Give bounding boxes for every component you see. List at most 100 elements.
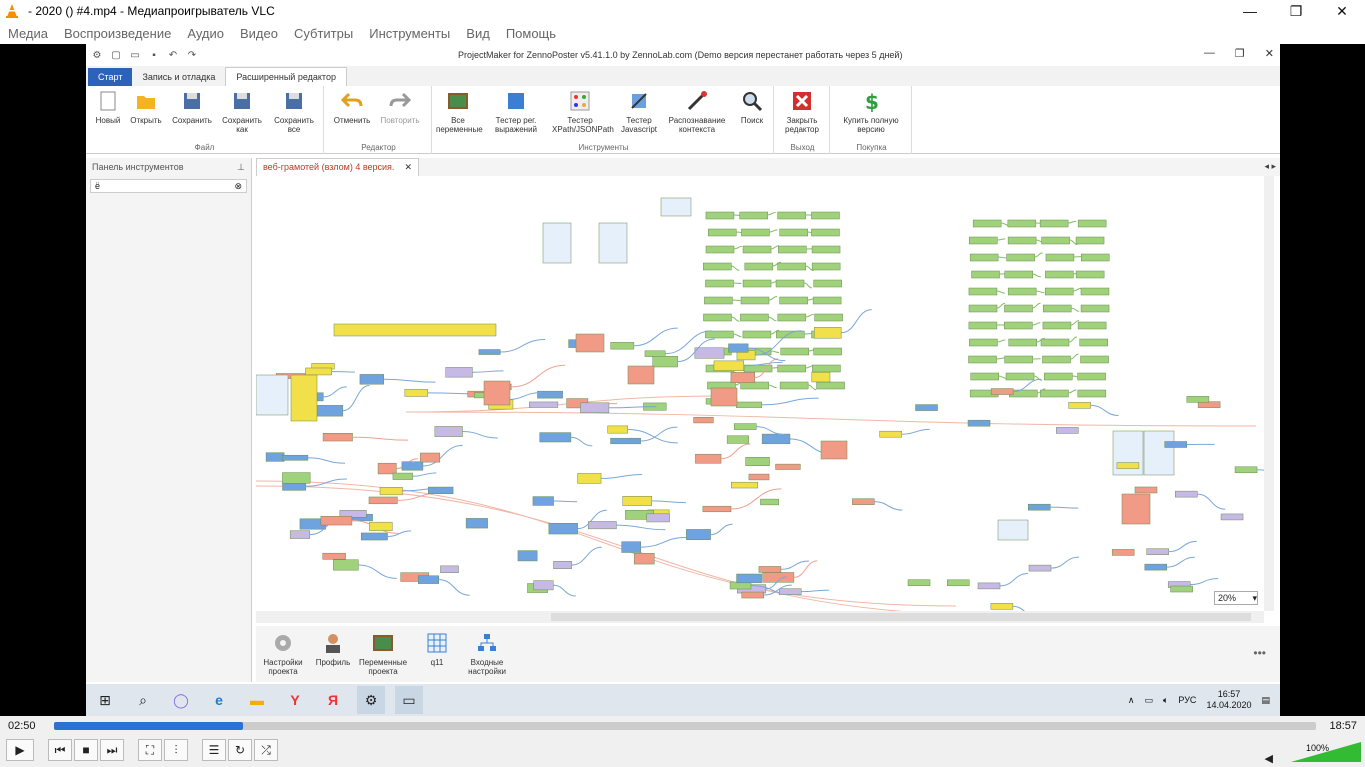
flow-node[interactable] bbox=[1007, 287, 1037, 296]
flow-node[interactable] bbox=[265, 452, 285, 462]
flow-node[interactable] bbox=[1041, 236, 1070, 245]
project-flow-diagram[interactable] bbox=[256, 176, 1264, 616]
flow-node[interactable] bbox=[967, 419, 991, 427]
flow-node[interactable] bbox=[1077, 372, 1106, 381]
flow-node[interactable] bbox=[735, 401, 762, 408]
zenno-maximize-button[interactable]: ❐ bbox=[1234, 48, 1245, 60]
flow-node[interactable] bbox=[777, 364, 806, 373]
flow-node[interactable] bbox=[813, 279, 842, 288]
flow-node[interactable] bbox=[971, 270, 1000, 279]
toolbox-search-input[interactable]: ё ⊗ bbox=[90, 179, 247, 193]
flow-node[interactable] bbox=[1040, 389, 1069, 398]
flow-node[interactable] bbox=[652, 356, 678, 368]
flow-node[interactable] bbox=[760, 498, 779, 506]
flow-node[interactable] bbox=[320, 515, 353, 526]
close-tab-icon[interactable]: ✕ bbox=[404, 162, 412, 172]
flow-node[interactable] bbox=[377, 462, 397, 475]
flow-node[interactable] bbox=[1077, 219, 1107, 228]
notifications-icon[interactable]: ▤ bbox=[1261, 694, 1270, 705]
flow-node[interactable] bbox=[281, 454, 309, 461]
search-icon[interactable]: ⌕ bbox=[139, 691, 147, 708]
javascript-tester-button[interactable]: Тестер Javascript bbox=[614, 90, 664, 134]
vertical-scrollbar[interactable] bbox=[1264, 176, 1274, 611]
flow-node[interactable] bbox=[1144, 563, 1168, 571]
flow-node[interactable] bbox=[401, 461, 424, 471]
flow-node[interactable] bbox=[537, 390, 563, 399]
horizontal-scroll-thumb[interactable] bbox=[551, 613, 1251, 621]
open-button[interactable]: Открыть bbox=[124, 90, 168, 125]
flow-node[interactable] bbox=[740, 296, 770, 305]
flow-node[interactable] bbox=[726, 435, 749, 444]
flow-node[interactable] bbox=[1080, 304, 1110, 313]
flow-node[interactable] bbox=[607, 425, 628, 434]
menu-playback[interactable]: Воспроизведение bbox=[64, 25, 172, 41]
flow-node[interactable] bbox=[968, 355, 997, 364]
flow-node[interactable] bbox=[731, 481, 759, 489]
flow-node[interactable] bbox=[702, 505, 732, 513]
flow-node[interactable] bbox=[742, 330, 772, 339]
flow-node[interactable] bbox=[915, 404, 938, 411]
flow-node[interactable] bbox=[761, 433, 791, 445]
volume-speaker-icon[interactable]: ◀︎ bbox=[1264, 753, 1273, 765]
flow-node[interactable] bbox=[744, 262, 774, 271]
flow-node[interactable] bbox=[713, 360, 745, 371]
menu-audio[interactable]: Аудио bbox=[187, 25, 224, 41]
buy-full-version-button[interactable]: $ Купить полную версию bbox=[843, 90, 899, 134]
flow-node[interactable] bbox=[553, 561, 572, 570]
flow-node[interactable] bbox=[775, 279, 805, 288]
flow-node[interactable] bbox=[705, 279, 734, 288]
flow-node[interactable] bbox=[542, 222, 572, 264]
zennoposter-icon[interactable]: ⚙ bbox=[357, 686, 385, 714]
play-button[interactable]: ▶ bbox=[6, 739, 34, 761]
flow-node[interactable] bbox=[703, 313, 732, 322]
flow-node[interactable] bbox=[816, 381, 845, 390]
flow-node[interactable] bbox=[708, 228, 737, 237]
seek-slider[interactable] bbox=[54, 722, 1316, 730]
flow-node[interactable] bbox=[1056, 427, 1079, 434]
next-icon[interactable]: ⏭︎ bbox=[100, 739, 124, 761]
yandex-icon[interactable]: Я bbox=[327, 692, 339, 708]
flow-node[interactable] bbox=[1079, 338, 1108, 347]
flow-node[interactable] bbox=[740, 313, 769, 322]
flow-node[interactable] bbox=[333, 323, 497, 337]
extended-settings-icon[interactable]: ⫶ bbox=[164, 739, 188, 761]
flow-node[interactable] bbox=[779, 228, 808, 237]
flow-node[interactable] bbox=[693, 416, 714, 424]
flow-node[interactable] bbox=[741, 228, 770, 237]
flow-node[interactable] bbox=[695, 453, 722, 464]
taskbar-clock[interactable]: 16:57 14.04.2020 bbox=[1206, 689, 1251, 711]
flow-node[interactable] bbox=[622, 496, 652, 506]
project-settings-button[interactable]: Настройки проекта bbox=[258, 632, 308, 676]
q11-table-button[interactable]: q11 bbox=[412, 632, 462, 667]
flow-node[interactable] bbox=[434, 426, 463, 437]
flow-node[interactable] bbox=[1007, 219, 1037, 228]
flow-node[interactable] bbox=[813, 347, 842, 356]
flow-node[interactable] bbox=[404, 389, 429, 397]
fullscreen-icon[interactable]: ⛶ bbox=[138, 739, 162, 761]
flow-node[interactable] bbox=[780, 347, 809, 356]
flow-node[interactable] bbox=[392, 472, 413, 480]
open-folder-icon[interactable]: ▭ bbox=[130, 49, 140, 61]
zenno-minimize-button[interactable]: — bbox=[1203, 47, 1215, 59]
flow-node[interactable] bbox=[777, 313, 807, 322]
flow-node[interactable] bbox=[1234, 466, 1258, 474]
flow-node[interactable] bbox=[758, 566, 782, 573]
clear-search-icon[interactable]: ⊗ bbox=[234, 180, 242, 191]
volume-slider[interactable] bbox=[1291, 742, 1361, 762]
flow-node[interactable] bbox=[1143, 430, 1175, 476]
flow-node[interactable] bbox=[1080, 287, 1110, 296]
flow-node[interactable] bbox=[322, 552, 346, 560]
flow-node[interactable] bbox=[644, 350, 666, 357]
flow-node[interactable] bbox=[969, 236, 998, 245]
profile-button[interactable]: Профиль bbox=[308, 632, 358, 667]
flow-node[interactable] bbox=[736, 573, 762, 584]
flow-node[interactable] bbox=[627, 365, 655, 385]
flow-node[interactable] bbox=[539, 432, 572, 443]
flow-node[interactable] bbox=[970, 372, 999, 381]
flow-node[interactable] bbox=[990, 388, 1014, 395]
flow-node[interactable] bbox=[1077, 321, 1107, 330]
flow-node[interactable] bbox=[529, 401, 559, 408]
flow-node[interactable] bbox=[1116, 462, 1140, 469]
menu-video[interactable]: Видео bbox=[240, 25, 278, 41]
zenno-close-button[interactable]: ✕ bbox=[1264, 48, 1274, 60]
